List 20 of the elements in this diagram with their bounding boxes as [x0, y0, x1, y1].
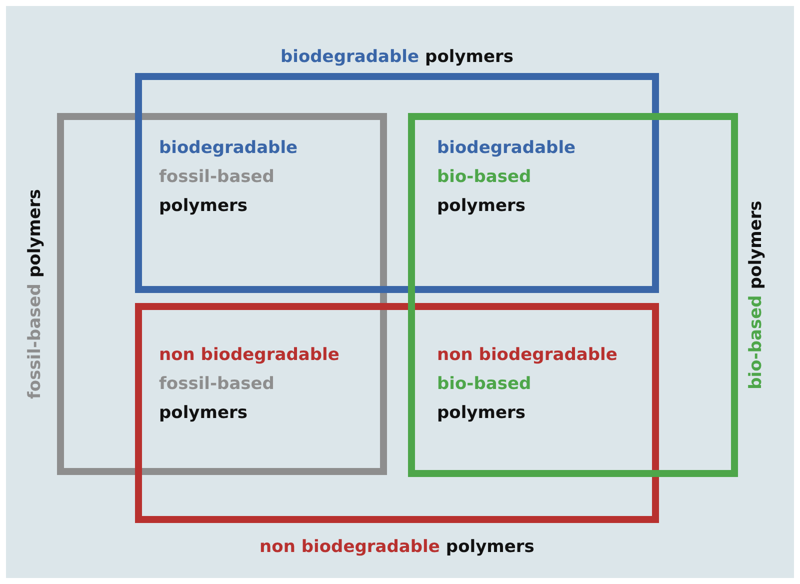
- frame-heading-term: biodegradable: [280, 47, 420, 67]
- region-label: bio-based: [437, 166, 532, 189]
- region-label: polymers: [437, 195, 526, 218]
- frame-heading-term: bio-based: [746, 295, 766, 390]
- frame-heading-word: polymers: [25, 189, 45, 278]
- region-label: fossil-based: [159, 166, 274, 189]
- region-label: polymers: [159, 402, 248, 425]
- region-label: polymers: [159, 195, 248, 218]
- frame-heading-term: non biodegradable: [260, 537, 440, 557]
- region-label: non biodegradable: [437, 344, 618, 367]
- frame-heading-word: polymers: [425, 47, 514, 67]
- frame-heading-term: fossil-based: [25, 284, 45, 399]
- frame-heading-word: polymers: [746, 200, 766, 290]
- region-label: polymers: [437, 402, 526, 425]
- region-label: biodegradable: [159, 137, 298, 160]
- region-label: biodegradable: [437, 137, 576, 160]
- region-label: fossil-based: [159, 373, 274, 396]
- frame-heading-word: polymers: [446, 537, 534, 557]
- region-label: bio-based: [437, 373, 532, 396]
- region-label: non biodegradable: [159, 344, 340, 367]
